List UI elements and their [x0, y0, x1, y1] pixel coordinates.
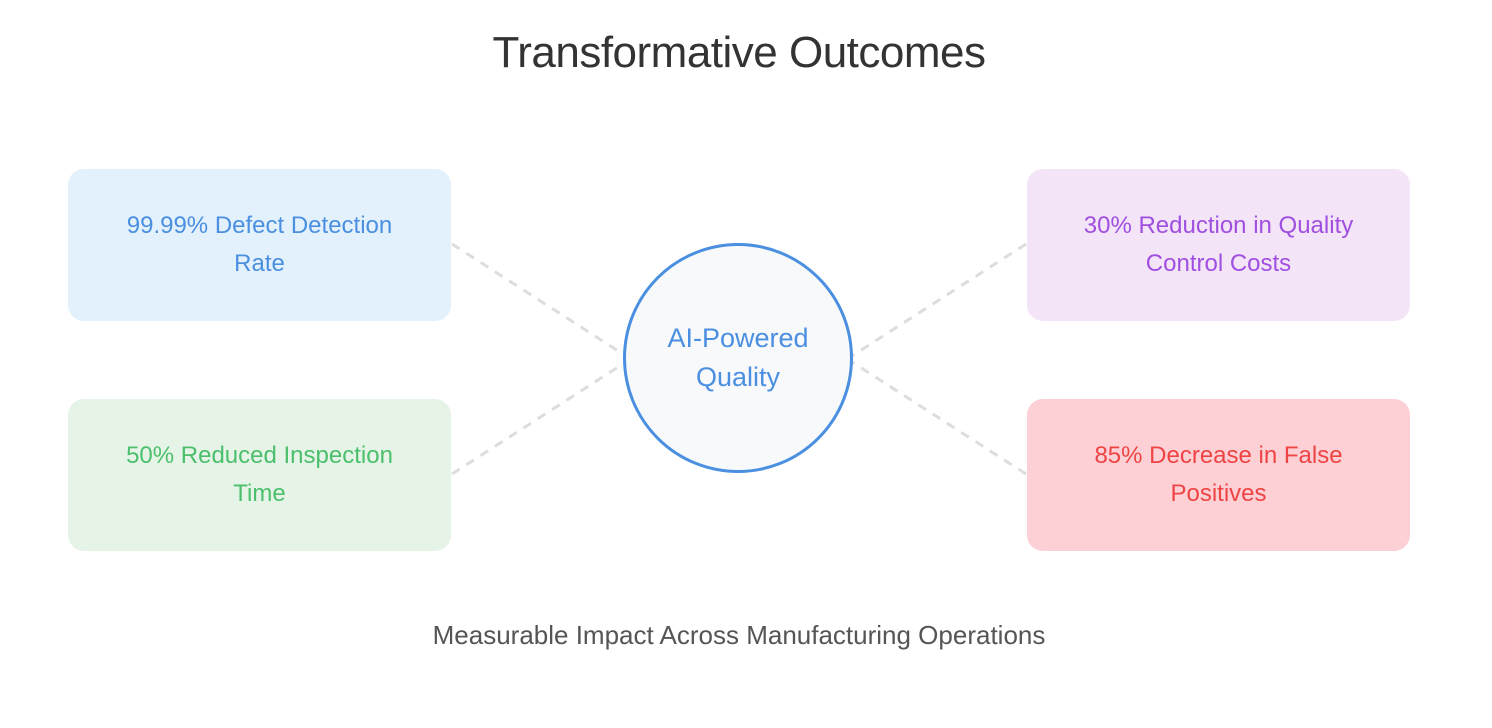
connector-bottom-right — [851, 360, 1027, 476]
outcome-box-defect-detection: 99.99% Defect Detection Rate — [68, 169, 451, 321]
diagram-subtitle: Measurable Impact Across Manufacturing O… — [432, 620, 1046, 650]
outcome-label: 99.99% Defect Detection Rate — [126, 212, 393, 277]
connector-top-left — [451, 242, 627, 358]
outcome-label: 30% Reduction in Quality Control Costs — [1083, 212, 1354, 277]
outcome-box-false-positives: 85% Decrease in False Positives — [1027, 399, 1410, 551]
hub-label: AI-Powered Quality — [667, 323, 809, 392]
hub-circle: AI-Powered Quality — [623, 243, 853, 473]
outcome-box-inspection-time: 50% Reduced Inspection Time — [68, 399, 451, 551]
outcome-box-qc-costs: 30% Reduction in Quality Control Costs — [1027, 169, 1410, 321]
connector-bottom-left — [451, 360, 627, 476]
outcome-label: 50% Reduced Inspection Time — [126, 442, 393, 507]
connector-top-right — [851, 242, 1027, 358]
outcome-label: 85% Decrease in False Positives — [1094, 442, 1343, 507]
diagram-title: Transformative Outcomes — [492, 28, 986, 77]
